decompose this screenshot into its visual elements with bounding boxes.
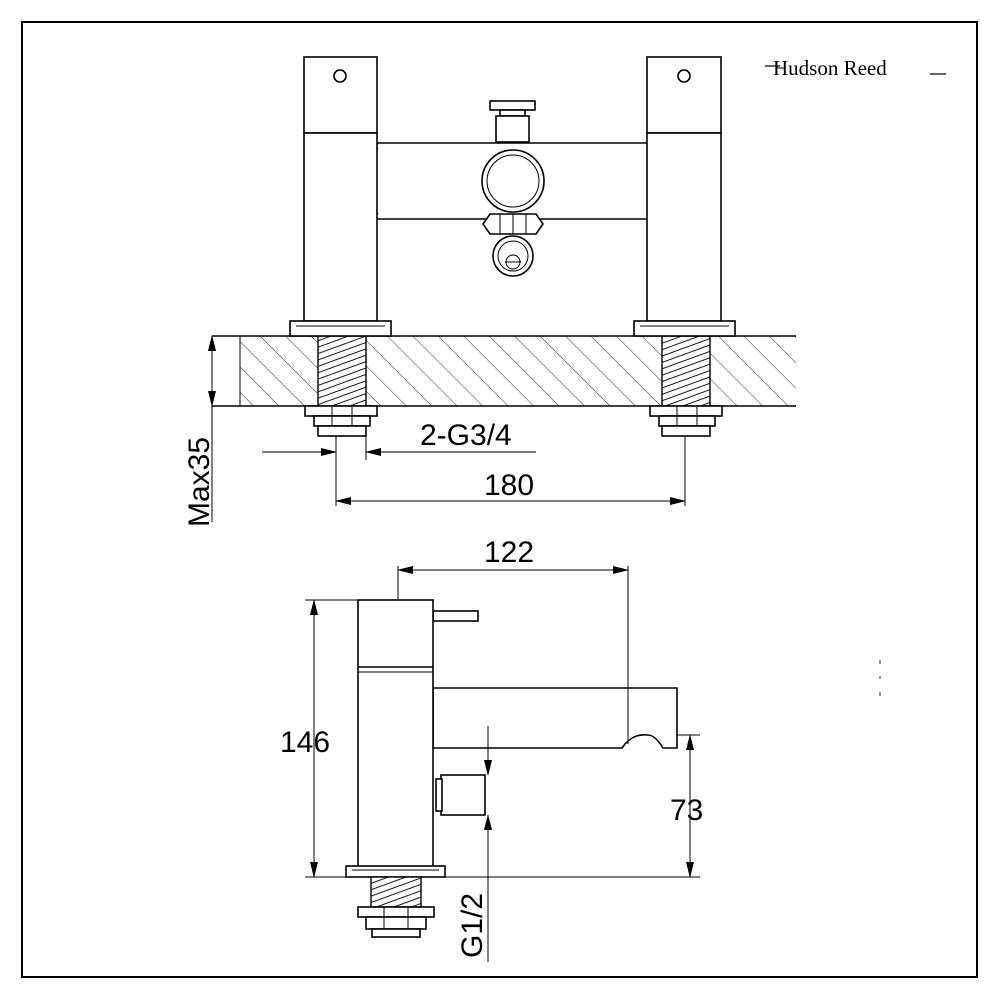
spout-height-dimension: 73 [445,734,703,878]
outlet-thread-label: G1/2 [456,893,489,958]
right-nut [649,405,723,437]
front-view [212,56,796,437]
outlet-thread-dimension: G1/2 [456,726,492,962]
left-handle [289,56,392,337]
side-view [345,599,678,938]
overall-height-dimension: 146 [280,599,358,878]
spout-reach-label: 122 [484,536,534,569]
centres-label: 180 [484,469,534,502]
drawing-frame [21,21,978,978]
inlet-thread-label: 2-G3/4 [420,419,512,452]
side-nut [357,906,435,938]
spout-reach-dimension: 122 [397,536,629,688]
deck-thickness-label: Max35 [183,437,216,527]
brand-logo: Hudson Reed [765,56,946,80]
spout [432,687,678,749]
deck-thickness-dimension: Max35 [183,335,216,527]
centres-dimension: 180 [335,436,686,506]
brand-name: Hudson Reed [773,56,887,80]
left-nut [304,405,378,437]
spout-height-label: 73 [670,794,703,827]
diverter-knob [489,100,536,143]
shower-outlet [482,213,544,277]
side-pillar [357,599,434,869]
side-lever [432,610,479,622]
side-outlet [440,774,486,816]
inlet-thread-dimension: 2-G3/4 [262,419,536,506]
overall-height-label: 146 [280,726,330,759]
right-handle [633,56,736,337]
centre-dome [481,149,545,213]
